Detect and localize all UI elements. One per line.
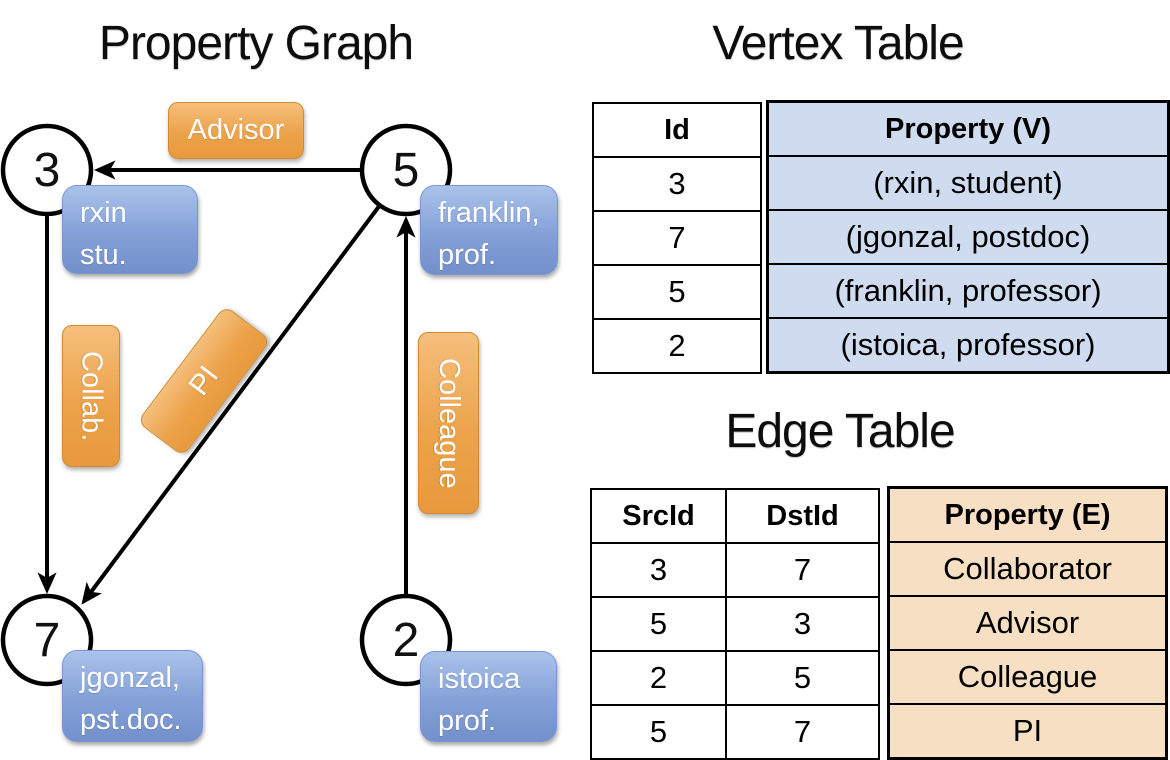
- edge-label-collab: Collab.: [62, 325, 120, 467]
- vertex-label-5: franklin, prof.: [420, 185, 558, 275]
- edge-table-property-column: Property (E) Collaborator Advisor Collea…: [887, 486, 1168, 760]
- edge-label-pi-text: PI: [182, 360, 225, 402]
- edge-label-advisor-text: Advisor: [187, 114, 285, 146]
- vertex-table-title: Vertex Table: [712, 17, 964, 70]
- edge-table-srcid-cell: 2: [592, 652, 727, 704]
- edge-table-header-row: SrcId DstId: [592, 490, 878, 542]
- vertex-label-3: rxin stu.: [62, 185, 198, 274]
- edge-label-collab-text: Collab.: [75, 350, 108, 442]
- edge-table-dstid-cell: 5: [793, 660, 812, 695]
- edge-table-dstid-cell: 7: [793, 714, 812, 749]
- node-3-id: 3: [33, 144, 61, 197]
- vertex-label-2-line1: istoica: [438, 663, 521, 695]
- vertex-table-id-cell: 7: [594, 210, 760, 264]
- edge-label-colleague: Colleague: [418, 332, 479, 514]
- edge-table-id-columns: SrcId DstId 3 7 5 3 2 5 5 7: [590, 488, 880, 760]
- node-5-id: 5: [392, 144, 420, 197]
- edge-table-srcid-cell: 5: [592, 598, 727, 650]
- edge-table-property-cell: Colleague: [890, 649, 1165, 703]
- edge-table-srcid-cell: 5: [592, 706, 727, 758]
- edge-table-srcid-header: SrcId: [592, 490, 727, 542]
- edge-table-property-cell: Collaborator: [890, 541, 1165, 595]
- edge-table-property-cell: Advisor: [890, 595, 1165, 649]
- vertex-table-id-cell: 5: [594, 264, 760, 318]
- node-7-id: 7: [33, 614, 61, 667]
- edge-table-srcid-cell: 3: [592, 544, 727, 596]
- vertex-label-2: istoica prof.: [420, 651, 557, 742]
- vertex-label-2-line2: prof.: [438, 705, 497, 737]
- edge-table-title: Edge Table: [725, 405, 955, 458]
- vertex-table-property-header: Property (V): [769, 103, 1167, 155]
- edge-label-advisor: Advisor: [168, 102, 304, 159]
- edge-table-property-header: Property (E): [890, 489, 1165, 541]
- edge-table-row: 2 5: [592, 650, 878, 704]
- vertex-table-property-cell: (istoica, professor): [769, 317, 1167, 371]
- node-2-id: 2: [392, 614, 420, 667]
- vertex-label-7-line2: pst.doc.: [80, 704, 182, 736]
- edge-table-row: 3 7: [592, 542, 878, 596]
- edge-label-colleague-text: Colleague: [433, 357, 465, 489]
- edge-table-dstid-cell: 7: [793, 552, 812, 587]
- property-graph-title: Property Graph: [98, 17, 414, 70]
- edge-pi-5-to-7: [81, 203, 382, 605]
- vertex-label-7-line1: jgonzal,: [80, 662, 180, 694]
- vertex-table-property-cell: (franklin, professor): [769, 263, 1167, 317]
- vertex-table-id-cell: 2: [594, 318, 760, 372]
- edge-table-dstid-cell: 3: [793, 606, 812, 641]
- vertex-label-5-line1: franklin,: [438, 197, 540, 229]
- vertex-label-3-line2: stu.: [80, 239, 127, 271]
- vertex-table-id-column: Id 3 7 5 2: [592, 102, 762, 374]
- edge-table-dstid-header: DstId: [766, 499, 839, 532]
- vertex-label-5-line2: prof.: [438, 239, 497, 271]
- edge-table-property-cell: PI: [890, 703, 1165, 757]
- vertex-label-7: jgonzal, pst.doc.: [62, 650, 203, 742]
- vertex-label-3-line1: rxin: [80, 197, 127, 229]
- edge-table-row: 5 3: [592, 596, 878, 650]
- vertex-table-property-cell: (jgonzal, postdoc): [769, 209, 1167, 263]
- vertex-table-property-column: Property (V) (rxin, student) (jgonzal, p…: [766, 100, 1170, 374]
- vertex-table-id-cell: 3: [594, 156, 760, 210]
- vertex-table-id-header: Id: [664, 113, 690, 146]
- edge-table-row: 5 7: [592, 704, 878, 758]
- vertex-table-property-cell: (rxin, student): [769, 155, 1167, 209]
